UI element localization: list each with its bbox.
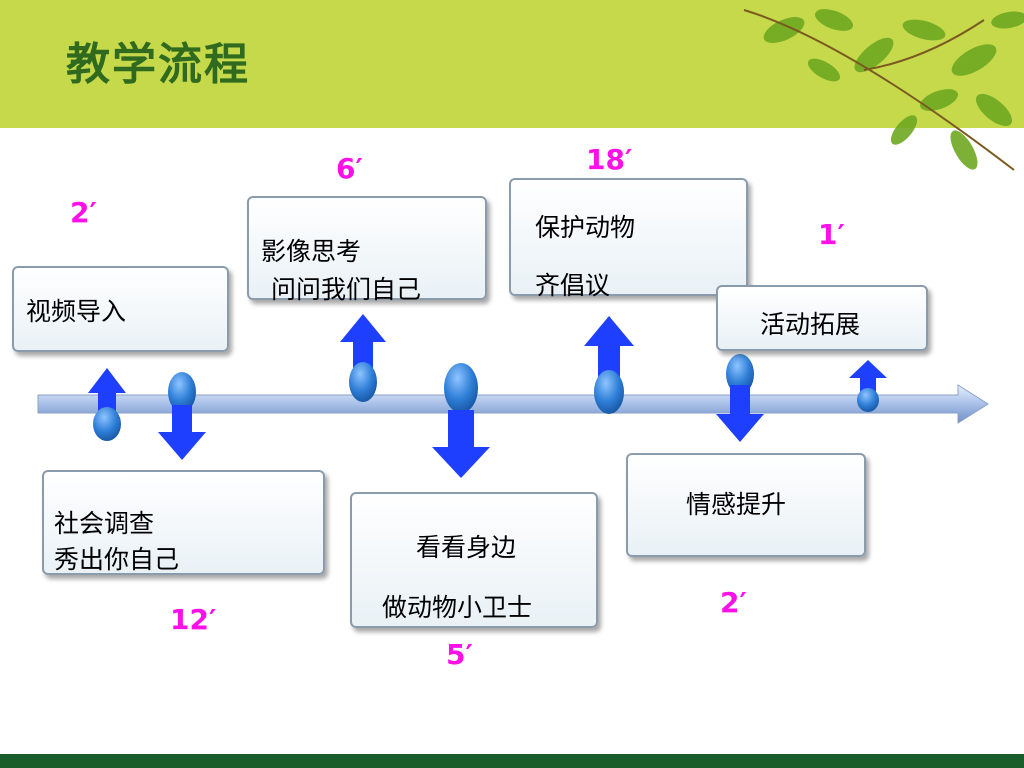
step-label: 视频导入 <box>26 297 127 326</box>
step-box-emotion: 情感提升 <box>626 453 866 557</box>
up-arrow-icon <box>340 314 386 402</box>
step-label: 情感提升 <box>686 490 787 519</box>
up-arrow-icon <box>88 368 126 441</box>
step-label: 齐倡议 <box>535 271 611 300</box>
up-arrow-icon <box>849 360 887 412</box>
duration-label: 2′ <box>720 586 747 619</box>
header-bar <box>0 0 1024 128</box>
leaves-decoration-icon <box>743 9 1024 171</box>
step-label: 做动物小卫士 <box>382 593 533 622</box>
step-box-look-around: 看看身边 做动物小卫士 <box>350 492 598 628</box>
step-box-protect-animals: 保护动物 齐倡议 <box>509 178 748 300</box>
duration-label: 12′ <box>170 603 217 636</box>
step-box-video-intro: 视频导入 <box>12 266 229 352</box>
step-label: 问问我们自己 <box>271 275 422 304</box>
step-label: 看看身边 <box>416 533 517 562</box>
down-arrow-icon <box>158 372 206 460</box>
step-label: 影像思考 <box>261 237 362 266</box>
slide-title: 教学流程 <box>66 39 250 90</box>
down-arrow-icon <box>432 363 490 478</box>
up-arrow-icon <box>584 316 634 414</box>
duration-label: 18′ <box>586 143 633 176</box>
down-arrow-icon <box>716 354 764 442</box>
footer-bar <box>0 754 1024 768</box>
duration-label: 5′ <box>446 638 473 671</box>
duration-label: 6′ <box>336 152 363 185</box>
step-box-social-survey: 社会调查 秀出你自己 <box>42 470 325 575</box>
step-label: 保护动物 <box>535 213 636 242</box>
step-box-image-thinking: 影像思考 问问我们自己 <box>247 196 487 304</box>
duration-label: 1′ <box>818 218 845 251</box>
step-label: 秀出你自己 <box>54 545 180 574</box>
step-box-activity: 活动拓展 <box>716 285 928 351</box>
step-label: 社会调查 <box>54 509 155 538</box>
step-label: 活动拓展 <box>760 310 861 339</box>
duration-label: 2′ <box>70 196 97 229</box>
